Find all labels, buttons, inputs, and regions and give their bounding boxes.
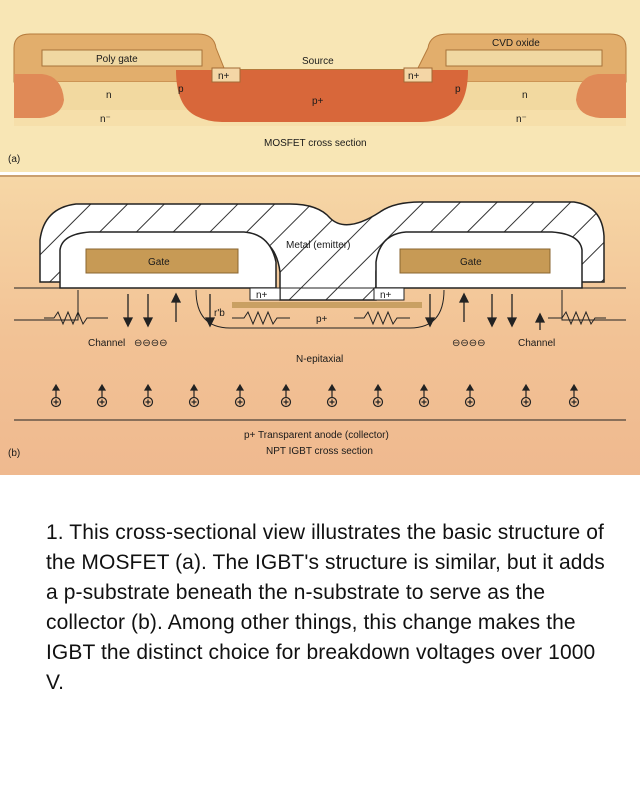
n-plus-right-region xyxy=(373,287,405,301)
resistor-right-inner xyxy=(354,310,410,326)
n-plus-left-region xyxy=(211,67,241,83)
gate-right-label: Gate xyxy=(460,257,482,268)
source-label: Source xyxy=(302,56,334,67)
p-plus-bar xyxy=(232,302,422,308)
right-edge-p-well xyxy=(576,74,626,118)
holes-left-label: ⊖⊖⊖⊖ xyxy=(134,338,168,349)
anode-label: p+ Transparent anode (collector) xyxy=(244,430,389,441)
n-minus-right-label: n⁻ xyxy=(516,114,527,125)
p-plus-label: p+ xyxy=(312,96,324,107)
n-plus-left-label: n+ xyxy=(218,71,230,82)
gate-left-label: Gate xyxy=(148,257,170,268)
n-plus-left-region xyxy=(249,287,281,301)
gate-left xyxy=(85,248,239,274)
p-plus-region xyxy=(176,70,468,122)
n-plus-right-label: n+ xyxy=(408,71,420,82)
igbt-subtitle: NPT IGBT cross section xyxy=(266,446,373,457)
cvd-oxide-label: CVD oxide xyxy=(492,38,540,49)
poly-gate-left xyxy=(41,49,203,67)
p-plus-label: p+ xyxy=(316,314,328,325)
channel-left-label: Channel xyxy=(88,338,125,349)
n-minus-left-label: n⁻ xyxy=(100,114,111,125)
n-plus-right-region xyxy=(403,67,433,83)
hole-symbols xyxy=(50,383,580,408)
p-left-label: p xyxy=(178,84,184,95)
channel-right-label: Channel xyxy=(518,338,555,349)
left-edge-p-well xyxy=(14,74,64,118)
metal-emitter-label: Metal (emitter) xyxy=(286,240,350,251)
n-left-label: n xyxy=(106,90,112,101)
p-right-label: p xyxy=(455,84,461,95)
panel-a-label: (a) xyxy=(8,154,20,165)
mosfet-panel: Poly gate CVD oxide Source n+ n+ p p n n… xyxy=(0,0,640,172)
n-plus-right-label: n+ xyxy=(380,290,392,301)
holes-right-label: ⊖⊖⊖⊖ xyxy=(452,338,486,349)
channel-current-arrows xyxy=(122,292,546,330)
igbt-panel: Metal (emitter) Gate Gate n+ n+ r'b p+ C… xyxy=(0,175,640,475)
poly-gate-label: Poly gate xyxy=(96,54,138,65)
gate-right xyxy=(399,248,551,274)
n-plus-left-label: n+ xyxy=(256,290,268,301)
panel-b-label: (b) xyxy=(8,448,20,459)
poly-gate-right xyxy=(445,49,603,67)
resistor-left-outer xyxy=(44,310,108,326)
figure-caption: 1. This cross-sectional view illustrates… xyxy=(46,521,605,694)
resistor-right-outer xyxy=(548,310,606,326)
n-right-label: n xyxy=(522,90,528,101)
mosfet-subtitle: MOSFET cross section xyxy=(264,138,367,149)
n-epitaxial-label: N-epitaxial xyxy=(296,354,343,365)
rb-label: r'b xyxy=(214,308,225,319)
device-cross-section-figure: Poly gate CVD oxide Source n+ n+ p p n n… xyxy=(0,0,640,475)
resistor-left-inner xyxy=(232,310,290,326)
